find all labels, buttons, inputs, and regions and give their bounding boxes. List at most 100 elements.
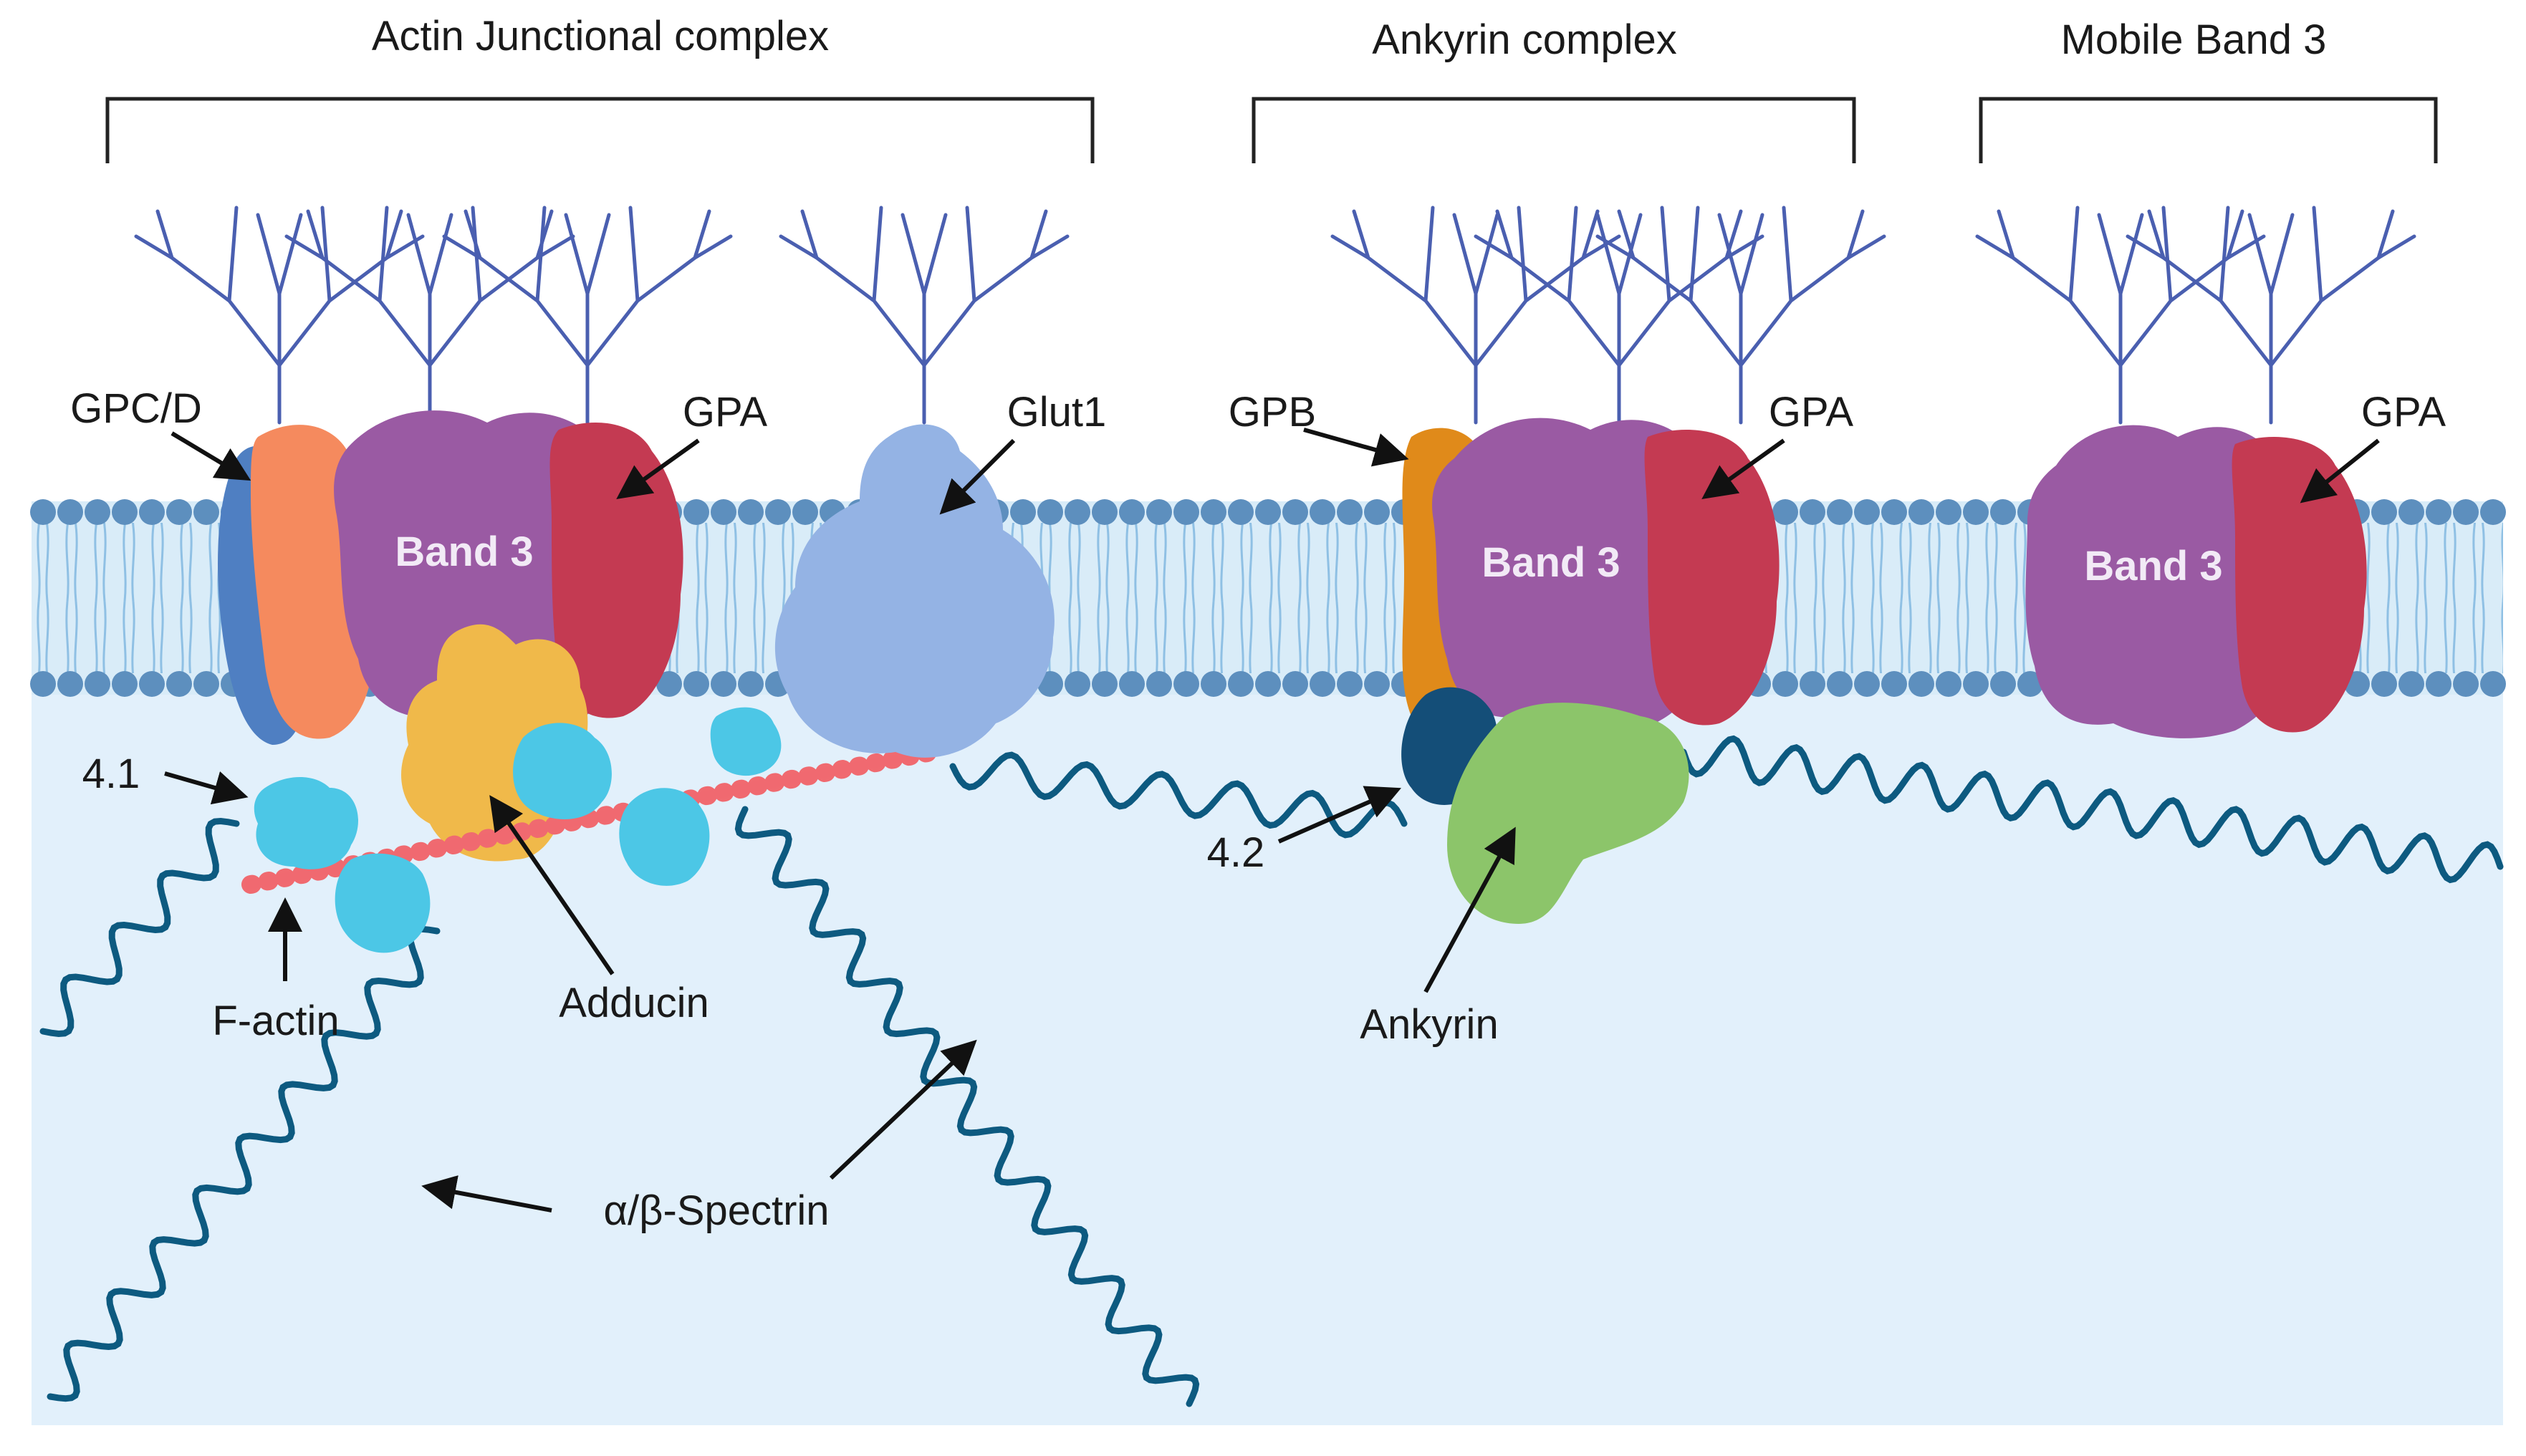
arrow-gpa-2: [1701, 438, 1785, 499]
lipid-head: [738, 499, 764, 525]
lipid-head: [2371, 671, 2397, 697]
group-brackets: [105, 97, 2438, 163]
lipid-head: [765, 499, 791, 525]
lipid-head: [1337, 499, 1363, 525]
bracket-actin-junctional: [105, 97, 1095, 163]
lipid-head: [112, 499, 138, 525]
ankyrin-complex: [1401, 418, 1780, 924]
lipid-head: [193, 671, 219, 697]
glycan-tree: [1595, 206, 1886, 425]
lipid-head: [57, 671, 83, 697]
bracket-mobile-band3: [1979, 97, 2438, 163]
lipid-head: [193, 499, 219, 525]
lipid-head: [2453, 499, 2479, 525]
lipid-head: [1065, 499, 1090, 525]
lipid-head: [683, 671, 709, 697]
lipid-head: [30, 671, 56, 697]
lipid-head: [1854, 671, 1880, 697]
arrow-spectrin-right: [829, 1039, 977, 1180]
protein-4-1: [710, 707, 782, 776]
lipid-head: [1201, 671, 1226, 697]
spectrin-strand: [39, 817, 240, 1038]
lipid-head: [112, 671, 138, 697]
glycan-tree: [1975, 206, 2266, 425]
lipid-head: [1228, 671, 1254, 697]
lipid-head: [711, 671, 736, 697]
lipid-head: [1146, 499, 1172, 525]
lipid-head: [57, 499, 83, 525]
glut1-protein: [774, 424, 1055, 758]
lipid-head: [139, 671, 165, 697]
lipid-head: [85, 499, 110, 525]
lipid-head: [1037, 499, 1063, 525]
lipid-head: [2398, 671, 2424, 697]
bracket-ankyrin-complex: [1252, 97, 1856, 163]
lipid-head: [1092, 499, 1118, 525]
spectrin-network: [39, 735, 2504, 1407]
glycocalyx: [134, 206, 2416, 425]
lipid-head: [1854, 499, 1880, 525]
glycan-tree: [1474, 206, 1764, 425]
glycan-tree: [1330, 206, 1621, 425]
group-title-actin-junctional: Actin Junctional complex: [372, 13, 829, 59]
lipid-head: [2398, 499, 2424, 525]
lipid-head: [683, 499, 709, 525]
lipid-head: [2426, 499, 2451, 525]
label-f-actin: F-actin: [212, 998, 339, 1044]
lipid-head: [1963, 671, 1989, 697]
group-title-mobile-band3: Mobile Band 3: [2061, 16, 2327, 63]
lipid-head: [1364, 499, 1390, 525]
actin-junctional-complex: [218, 410, 1055, 953]
label-ankyrin: Ankyrin: [1360, 1001, 1498, 1048]
lipid-head: [1119, 671, 1145, 697]
lipid-head: [166, 499, 192, 525]
lipid-head: [1772, 671, 1798, 697]
label-gpa-1: GPA: [683, 389, 767, 435]
label-4-2: 4.2: [1207, 829, 1265, 876]
lipid-head: [1282, 671, 1308, 697]
lipid-head: [738, 671, 764, 697]
arrow-4-1: [164, 771, 249, 805]
lipid-head: [1908, 499, 1934, 525]
lipid-head: [166, 671, 192, 697]
lipid-head: [1936, 499, 1961, 525]
band3-label-2: Band 3: [1481, 539, 1620, 586]
glycan-tree: [779, 206, 1070, 425]
lipid-head: [1800, 499, 1825, 525]
ankyrin-protein: [1447, 703, 1689, 924]
lipid-head: [1146, 671, 1172, 697]
arrow-glut1: [939, 438, 1016, 515]
arrow-gpa-3: [2300, 438, 2380, 503]
lipid-head: [1255, 671, 1281, 697]
lipid-head: [2480, 671, 2506, 697]
lipid-head: [1255, 499, 1281, 525]
protein-4-1: [619, 788, 710, 886]
lipid-head: [1990, 499, 2016, 525]
lipid-head: [1119, 499, 1145, 525]
spectrin-strand: [949, 751, 1408, 839]
lipid-head: [656, 671, 682, 697]
glycan-tree: [2126, 206, 2416, 425]
lipid-head: [1772, 499, 1798, 525]
lipid-head: [1310, 671, 1335, 697]
spectrin-strand: [47, 925, 441, 1402]
label-4-1: 4.1: [82, 751, 140, 797]
arrow-spectrin-left: [421, 1175, 552, 1212]
lipid-head: [1827, 499, 1853, 525]
lipid-head: [1881, 499, 1907, 525]
arrow-gpb: [1303, 428, 1409, 467]
arrow-adducin: [489, 795, 615, 975]
lipid-head: [2017, 671, 2043, 697]
lipid-head: [2426, 671, 2451, 697]
glycan-tree: [134, 206, 425, 425]
lipid-head: [1010, 499, 1036, 525]
lipid-head: [1065, 671, 1090, 697]
lipid-head: [1827, 671, 1853, 697]
lipid-head: [1881, 671, 1907, 697]
protein-4-1: [254, 777, 358, 869]
lipid-head: [85, 671, 110, 697]
lipid-head: [139, 499, 165, 525]
lipid-head: [1092, 671, 1118, 697]
